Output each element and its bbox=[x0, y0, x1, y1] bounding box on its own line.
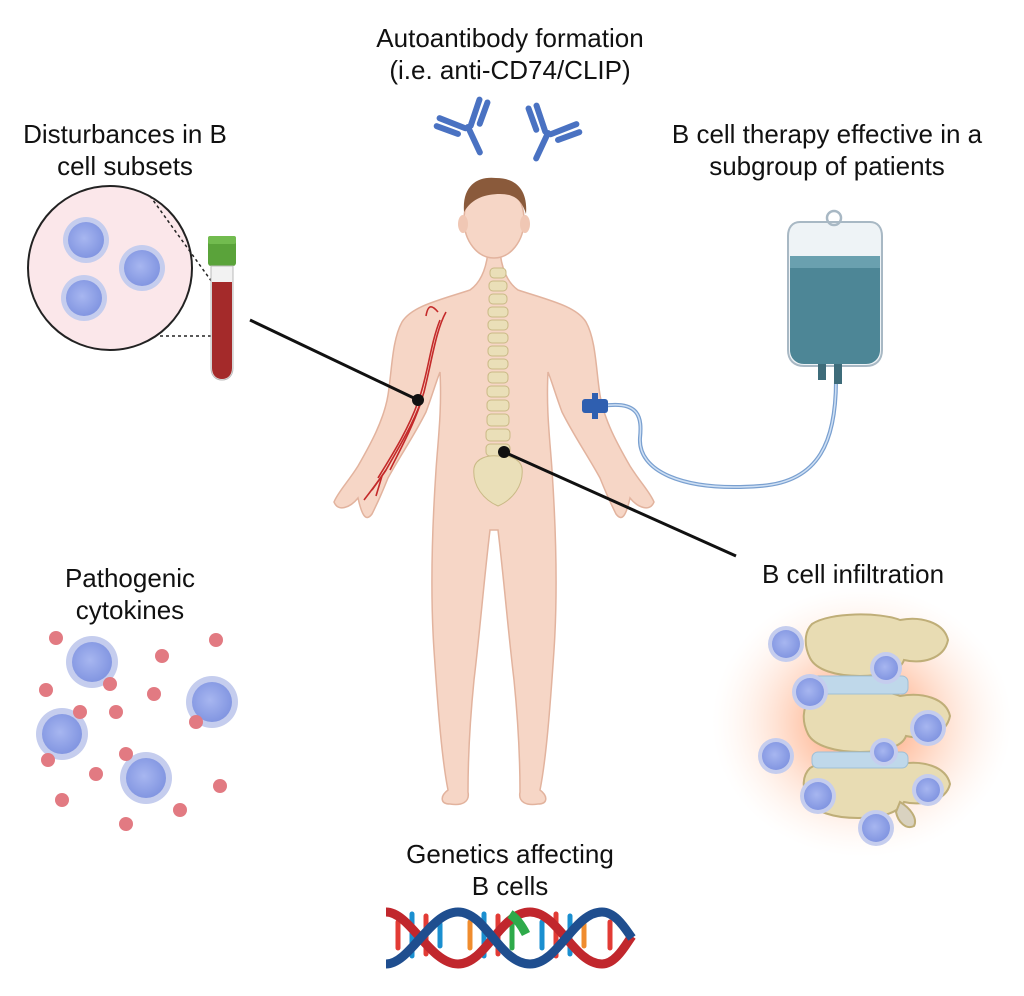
label-line: (i.e. anti-CD74/CLIP) bbox=[389, 55, 631, 85]
label-line: B cell therapy effective in a bbox=[671, 119, 983, 149]
label-line: cytokines bbox=[75, 595, 185, 625]
spine-icon bbox=[473, 267, 523, 507]
dna-icon bbox=[385, 907, 636, 969]
b-cell-icon bbox=[758, 626, 946, 846]
cytokine-icon bbox=[36, 631, 238, 831]
connector-lines bbox=[249, 318, 737, 558]
spine-marker-dot bbox=[498, 446, 510, 458]
label-line: B cell infiltration bbox=[761, 559, 945, 589]
label-autoantibody-formation: Autoantibody formation (i.e. anti-CD74/C… bbox=[300, 22, 720, 86]
label-pathogenic-cytokines: Pathogenic cytokines bbox=[20, 562, 240, 626]
label-b-cell-therapy: B cell therapy effective in a subgroup o… bbox=[630, 118, 1024, 182]
label-line: subgroup of patients bbox=[709, 151, 945, 181]
label-line: Autoantibody formation bbox=[376, 23, 644, 53]
blood-tube-icon bbox=[27, 185, 236, 381]
arm-marker-dot bbox=[412, 394, 424, 406]
label-line: Disturbances in B bbox=[23, 119, 227, 149]
iv-bag-icon bbox=[582, 209, 883, 489]
label-line: Pathogenic bbox=[64, 563, 196, 593]
label-line: Genetics affecting bbox=[406, 839, 614, 869]
label-disturbances-b-cell-subsets: Disturbances in B cell subsets bbox=[0, 118, 250, 182]
antibody-icon bbox=[433, 96, 583, 162]
label-genetics-affecting-b-cells: Genetics affecting B cells bbox=[360, 838, 660, 902]
label-b-cell-infiltration: B cell infiltration bbox=[718, 558, 988, 590]
label-line: B cells bbox=[471, 871, 549, 901]
b-cell-icon bbox=[61, 217, 165, 321]
label-line: cell subsets bbox=[57, 151, 193, 181]
human-body-icon bbox=[333, 177, 655, 806]
spine-infiltration-illustration bbox=[712, 587, 1012, 857]
